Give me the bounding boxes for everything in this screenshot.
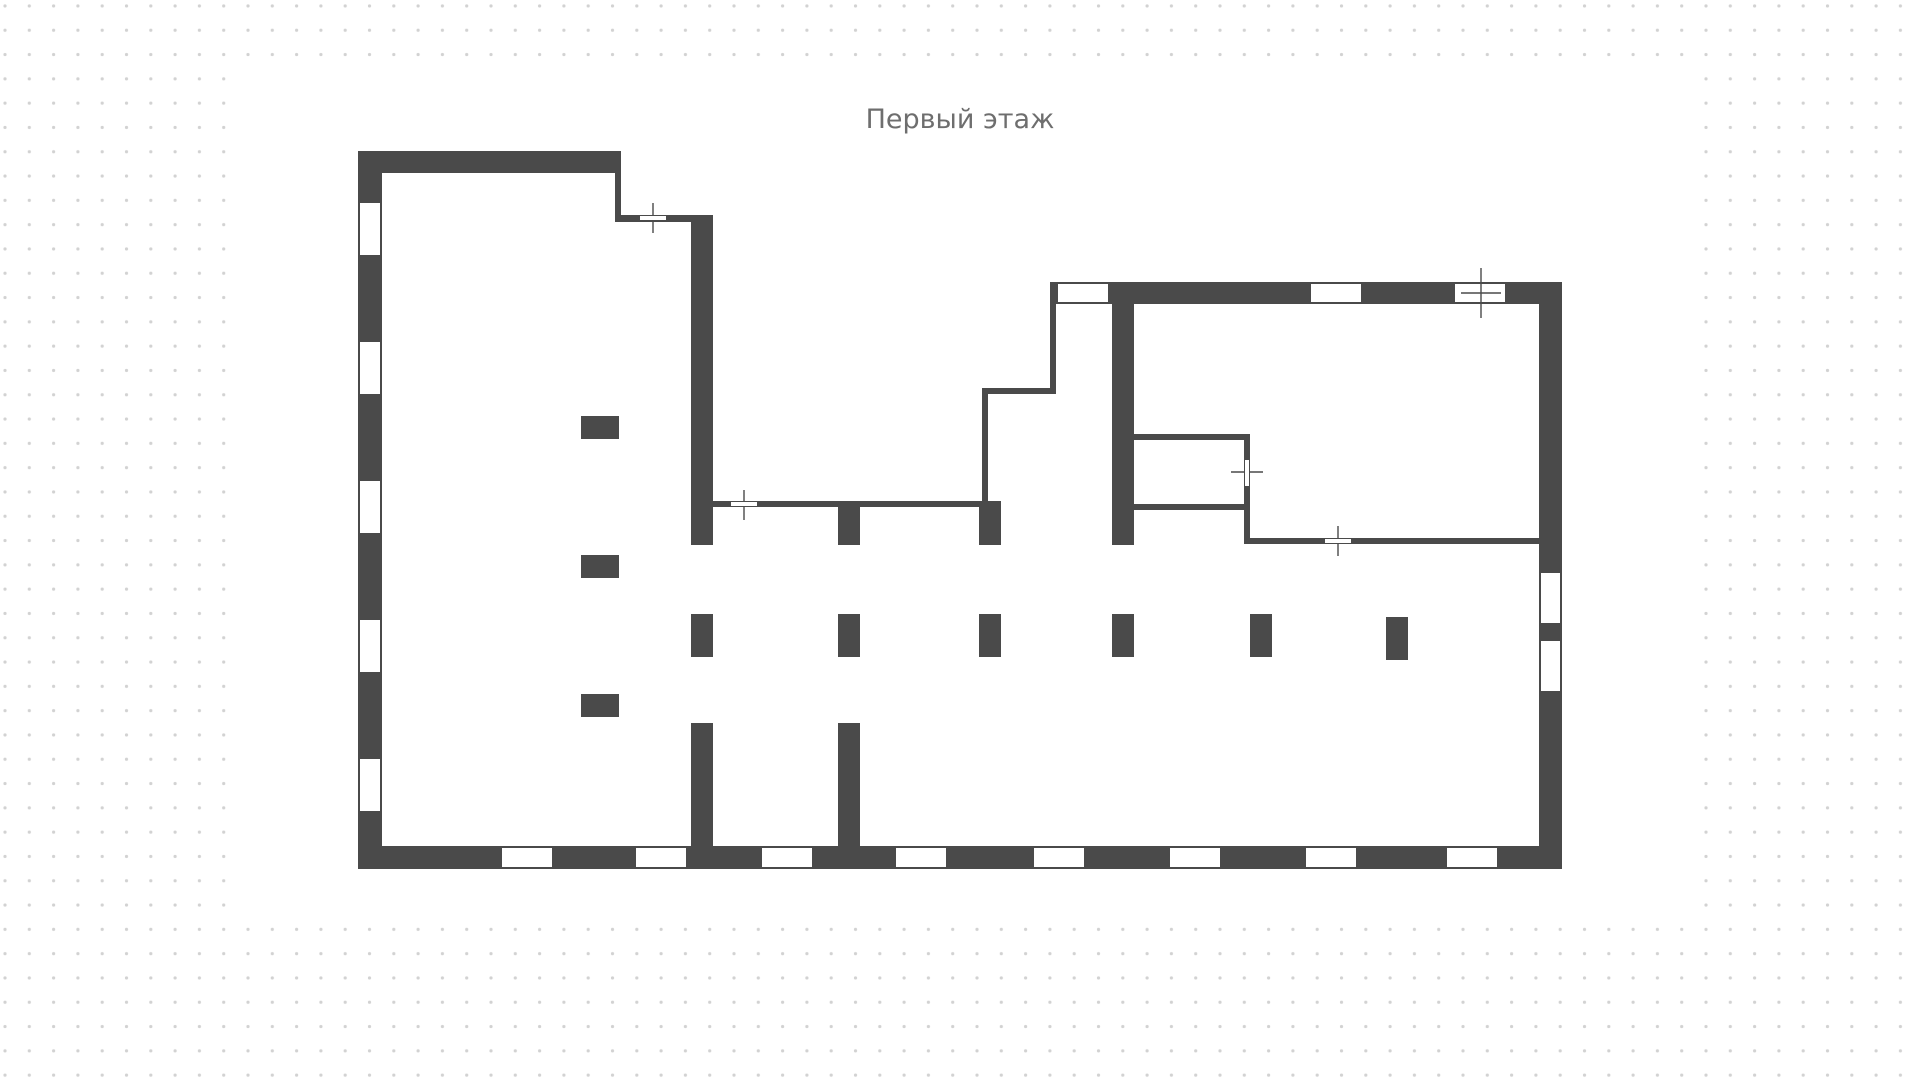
window-bottom-7 (1306, 848, 1356, 867)
wall-notch-top (982, 388, 1056, 394)
wall-left-step-vertical (615, 151, 621, 221)
wall-right-wing-inner (1112, 282, 1134, 545)
door-opening-3 (1245, 460, 1249, 486)
window-right-1 (1541, 573, 1560, 623)
wall-stub-2 (979, 501, 1001, 545)
wall-right-wing-top (1053, 282, 1562, 304)
column-row-4 (1112, 614, 1134, 657)
window-left-3 (360, 481, 380, 533)
window-top-1 (1058, 284, 1108, 302)
column-row-6 (1386, 617, 1408, 660)
column-row-1 (691, 614, 713, 657)
column-row-5 (1250, 614, 1272, 657)
interior-walls (691, 215, 1546, 869)
window-bottom-8 (1447, 848, 1497, 867)
window-left-1 (360, 203, 380, 255)
window-bottom-2 (636, 848, 686, 867)
wall-stub-1 (838, 501, 860, 545)
window-bottom-5 (1034, 848, 1084, 867)
window-right-2 (1541, 641, 1560, 691)
window-top-2 (1311, 284, 1361, 302)
column-left-2 (581, 555, 619, 578)
door-opening-1 (640, 216, 666, 220)
wall-notch-left (982, 388, 988, 508)
wall-left-wing-top (358, 151, 621, 173)
columns (581, 416, 1408, 717)
column-row-2 (838, 614, 860, 657)
wall-right-room-bottom (1244, 538, 1546, 544)
wall-left-hall-right-upper (691, 215, 713, 545)
window-left-2 (360, 342, 380, 394)
column-left-3 (581, 694, 619, 717)
windows (360, 203, 1560, 867)
window-bottom-4 (896, 848, 946, 867)
door-opening-4 (1325, 539, 1351, 543)
window-bottom-6 (1170, 848, 1220, 867)
window-bottom-3 (762, 848, 812, 867)
window-left-5 (360, 759, 380, 811)
column-row-3 (979, 614, 1001, 657)
floor-plan (358, 151, 1562, 869)
floor-title: Первый этаж (866, 104, 1055, 135)
wall-lower-divider (838, 723, 860, 869)
window-bottom-1 (502, 848, 552, 867)
window-left-4 (360, 620, 380, 672)
plan-clear-area (230, 60, 1685, 910)
door-marker-icon (1461, 268, 1501, 318)
wall-small-room-top (1134, 434, 1250, 440)
wall-small-room-bottom (1134, 504, 1250, 510)
column-left-1 (581, 416, 619, 439)
door-openings (640, 216, 1351, 543)
wall-right-wing-left-thin (1050, 282, 1056, 392)
door-opening-2 (731, 502, 757, 506)
wall-left-hall-right-lower (691, 723, 713, 869)
